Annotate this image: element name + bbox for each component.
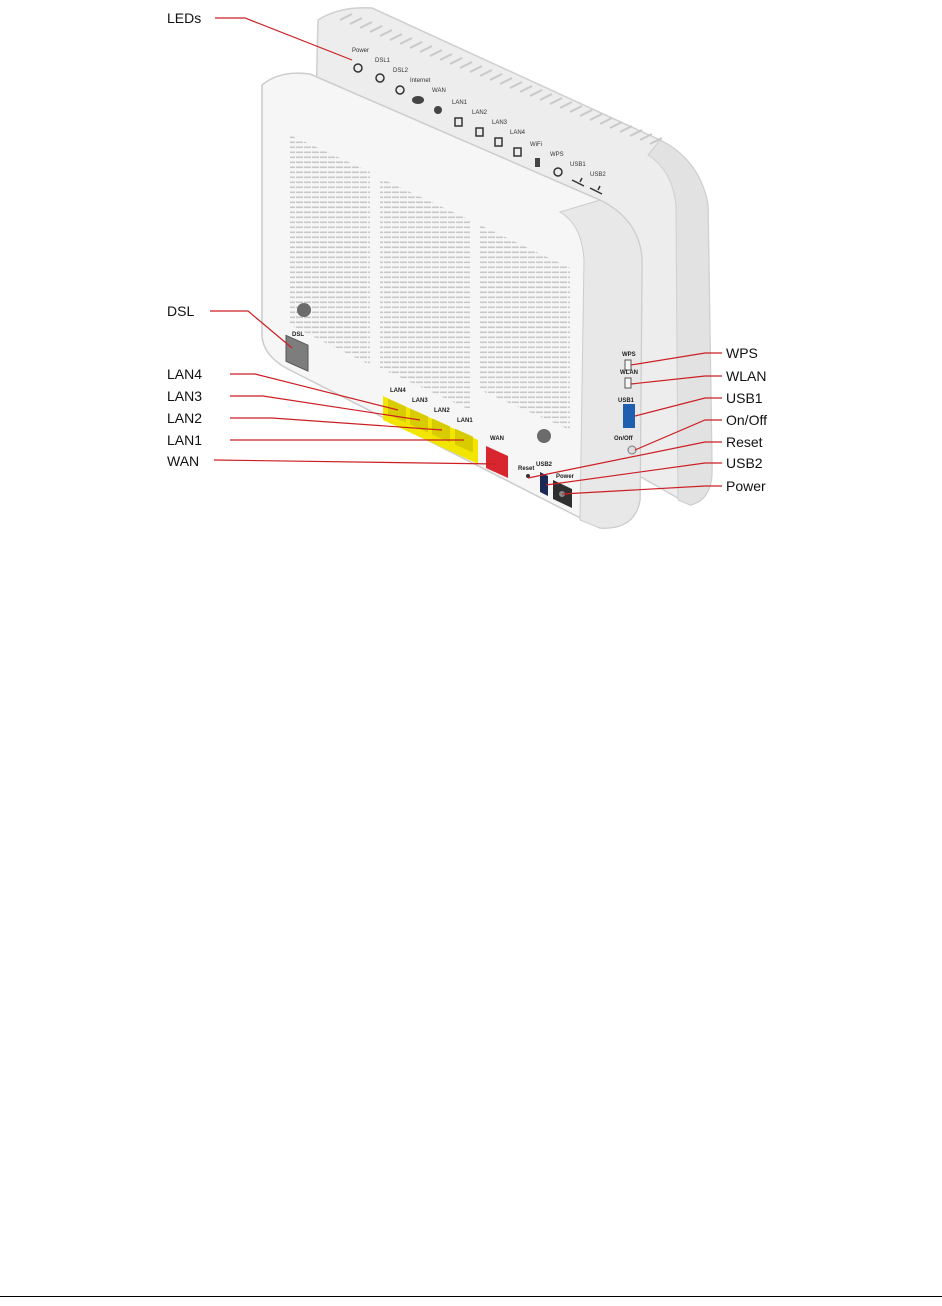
led-label-internet: Internet [410,78,431,84]
lan4-callout-label: LAN4 [167,366,202,382]
led-label-dsl2: DSL2 [393,68,409,74]
led-label-usb1: USB1 [570,162,586,168]
led-label-lan4: LAN4 [510,130,526,136]
lan3-callout-label: LAN3 [167,388,202,404]
router-diagram: Power DSL1 DSL2 Internet WAN LAN1 LAN2 L… [0,0,942,560]
wan-callout-label: WAN [167,453,199,469]
led-label-lan2: LAN2 [472,110,488,116]
left-foot-icon [297,303,311,317]
wan-callout-line [214,460,497,464]
vent-block-1 [290,135,370,365]
led-label-dsl1: DSL1 [375,58,391,64]
power-callout-label: Power [726,478,766,494]
wlan-port-label: WLAN [620,370,638,376]
led-label-usb2: USB2 [590,172,606,178]
wlan-callout-label: WLAN [726,368,766,384]
lan4-port-label: LAN4 [390,388,406,394]
lan3-port-label: LAN3 [412,398,428,404]
lan1-callout-label: LAN1 [167,432,202,448]
led-label-wan: WAN [432,88,446,94]
led-label-lan1: LAN1 [452,100,468,106]
usb1-callout-label: USB1 [726,390,763,406]
on-off-button [628,446,636,454]
onoff-callout-label: On/Off [726,412,767,428]
internet-led-icon [412,96,424,104]
led-label-lan3: LAN3 [492,120,508,126]
callout-labels-right: WPS WLAN USB1 On/Off Reset USB2 Power [726,345,767,494]
usb2-callout-label: USB2 [726,455,763,471]
lan2-callout-label: LAN2 [167,410,202,426]
callout-labels-left: LEDs DSL LAN4 LAN3 LAN2 LAN1 WAN [167,10,202,469]
dsl-callout-label: DSL [167,303,194,319]
usb2-port-label: USB2 [536,462,553,468]
power-port-label: Power [556,474,575,480]
leds-callout-label: LEDs [167,10,201,26]
right-foot-icon [537,429,551,443]
led-label-power: Power [352,48,369,54]
wps-callout-label: WPS [726,345,758,361]
led-label-wifi: WiFi [530,142,542,148]
usb1-port [623,404,635,428]
wifi-led-icon [535,158,540,167]
wan-port-label: WAN [490,436,504,442]
lan2-port-label: LAN2 [434,408,450,414]
led-label-wps: WPS [550,152,564,158]
reset-callout-label: Reset [726,434,763,450]
lan1-port-label: LAN1 [457,418,473,424]
reset-port-label: Reset [518,466,534,472]
onoff-port-label: On/Off [614,436,634,442]
wan-led-icon [434,106,442,114]
dsl-port-label: DSL [292,332,304,338]
wlan-button [625,378,631,388]
page-bottom-rule [0,1296,942,1297]
wps-button [625,360,631,370]
wps-port-label: WPS [622,352,636,358]
usb1-port-label: USB1 [618,398,635,404]
